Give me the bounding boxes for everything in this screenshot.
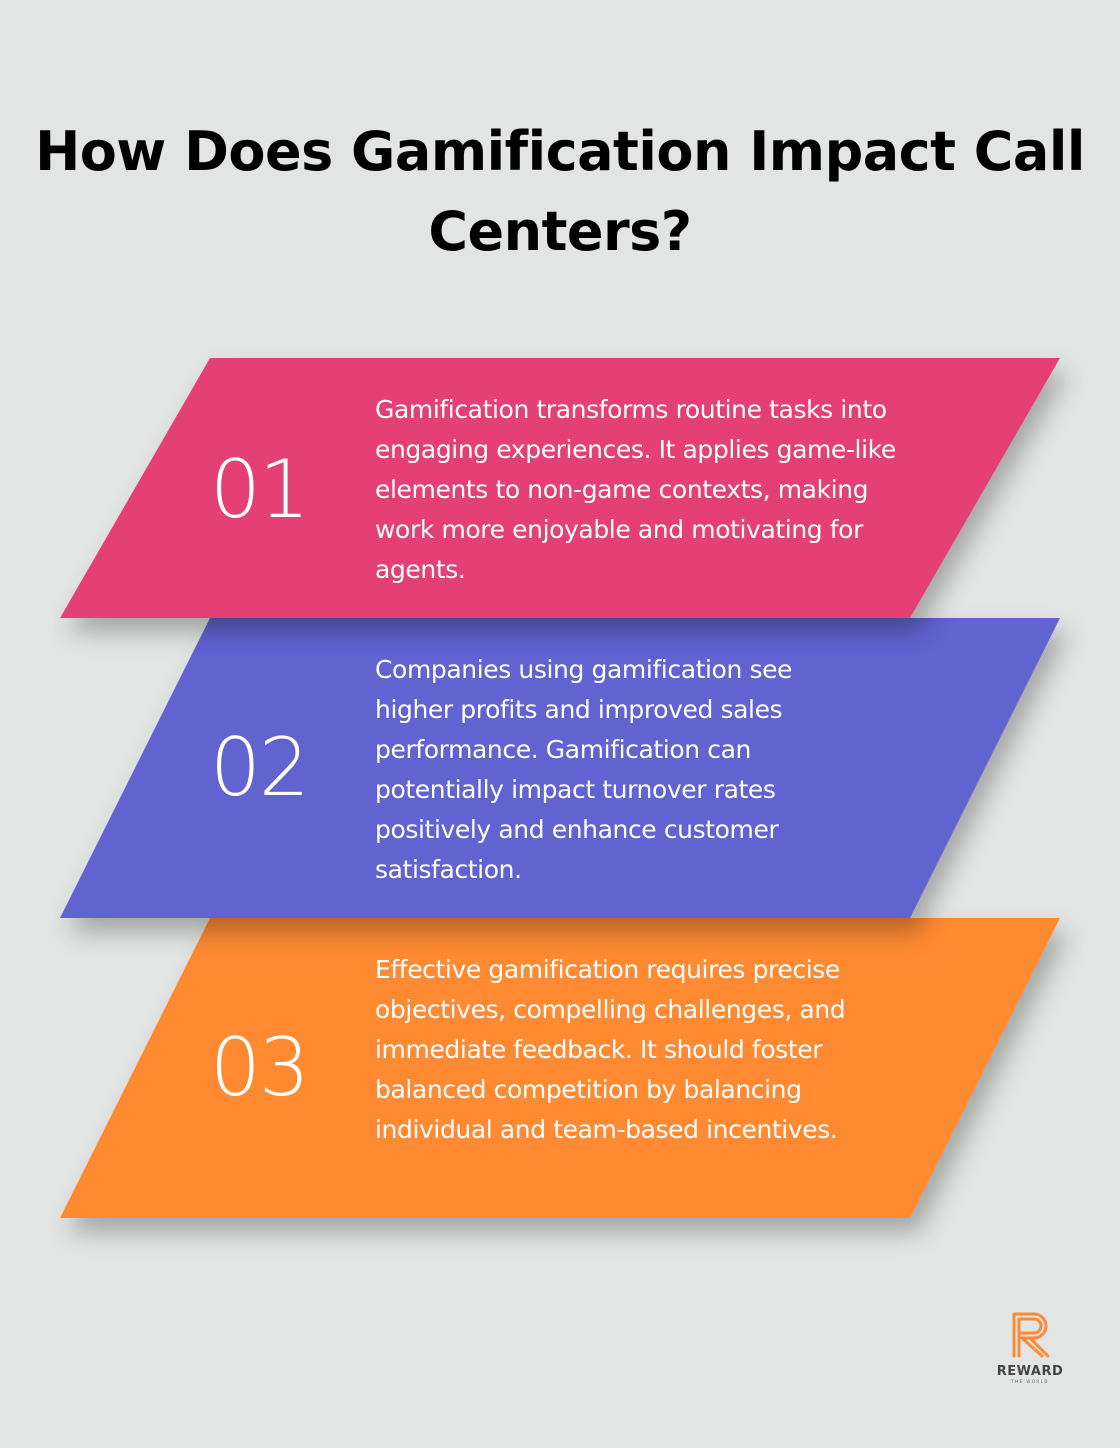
parallelogram-3 <box>60 918 1060 1218</box>
step-number-2: 02 <box>210 721 310 814</box>
step-number-3: 03 <box>210 1021 310 1114</box>
step-card-2: 02 Companies using gamification see high… <box>0 618 1120 918</box>
logo-tagline: THE WORLD <box>1011 1379 1049 1384</box>
step-number-1: 01 <box>210 443 310 536</box>
brand-logo: REWARD THE WORLD <box>990 1310 1070 1384</box>
page-title: How Does Gamification Impact Call Center… <box>35 120 1085 263</box>
reward-r-logo-icon <box>1012 1312 1050 1358</box>
logo-name: REWARD <box>996 1364 1064 1379</box>
step-text-2: Companies using gamification see higher … <box>375 655 793 884</box>
parallelogram-1 <box>60 358 1060 618</box>
step-text-3: Effective gamification requires precise … <box>375 955 846 1144</box>
parallelogram-2 <box>60 618 1060 918</box>
step-card-1: 01 Gamification transforms routine tasks… <box>0 358 1120 618</box>
step-text-1: Gamification transforms routine tasks in… <box>375 395 896 584</box>
step-card-3: 03 Effective gamification requires preci… <box>0 918 1120 1218</box>
